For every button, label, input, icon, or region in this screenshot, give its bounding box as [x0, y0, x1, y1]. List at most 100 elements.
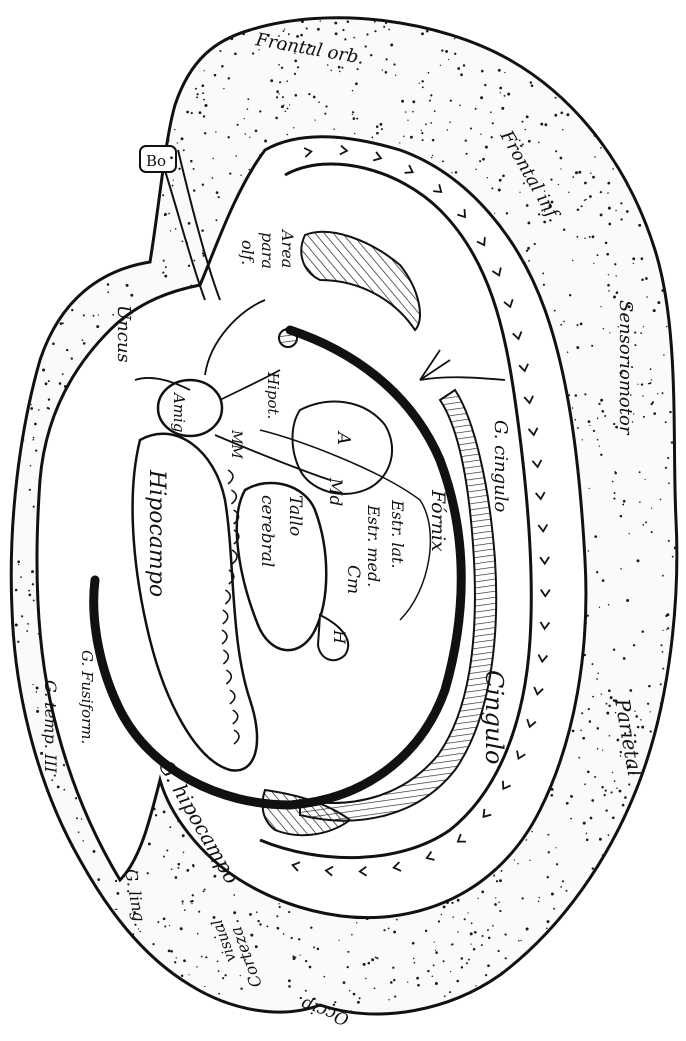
- stipple-dot: [355, 82, 358, 85]
- stipple-dot: [641, 279, 644, 282]
- stipple-dot: [107, 291, 109, 293]
- stipple-dot: [318, 101, 320, 103]
- stipple-dot: [531, 84, 534, 87]
- stipple-dot: [342, 29, 344, 31]
- stipple-dot: [257, 920, 259, 922]
- stipple-dot: [580, 729, 582, 731]
- stipple-dot: [490, 111, 492, 113]
- stipple-dot: [588, 550, 589, 551]
- stipple-dot: [577, 427, 579, 429]
- stipple-dot: [600, 306, 601, 307]
- stipple-dot: [563, 228, 565, 230]
- stipple-dot: [107, 283, 110, 286]
- stipple-dot: [183, 959, 186, 962]
- stipple-dot: [48, 380, 50, 382]
- stipple-dot: [76, 817, 78, 819]
- stipple-dot: [147, 872, 149, 874]
- stipple-dot: [353, 37, 355, 39]
- stipple-dot: [607, 192, 609, 194]
- stipple-dot: [594, 535, 597, 538]
- stipple-dot: [449, 991, 451, 993]
- stipple-dot: [192, 985, 195, 988]
- stipple-dot: [216, 191, 219, 194]
- stipple-dot: [599, 838, 602, 841]
- stipple-dot: [177, 142, 178, 143]
- stipple-dot: [37, 604, 39, 606]
- stipple-dot: [275, 117, 278, 120]
- stipple-dot: [215, 131, 216, 132]
- stipple-dot: [32, 684, 33, 685]
- stipple-dot: [578, 171, 581, 174]
- label-tallo-1: Tallo: [285, 495, 305, 536]
- stipple-dot: [320, 20, 321, 21]
- stipple-dot: [477, 898, 478, 899]
- stipple-dot: [148, 842, 151, 845]
- stipple-dot: [450, 100, 452, 102]
- stipple-dot: [623, 814, 625, 816]
- stipple-dot: [202, 84, 205, 87]
- stipple-dot: [186, 111, 189, 114]
- stipple-dot: [300, 955, 301, 956]
- stipple-dot: [487, 177, 488, 178]
- stipple-dot: [168, 950, 171, 953]
- label-hipocampo: Hipocampo: [144, 469, 169, 597]
- stipple-dot: [616, 291, 619, 294]
- stipple-dot: [352, 114, 353, 115]
- stipple-dot: [576, 324, 578, 326]
- stipple-dot: [499, 179, 502, 182]
- stipple-dot: [181, 900, 183, 902]
- stipple-dot: [572, 407, 574, 409]
- stipple-dot: [616, 275, 617, 276]
- stipple-dot: [584, 199, 586, 201]
- stipple-dot: [385, 22, 387, 24]
- stipple-dot: [339, 71, 341, 73]
- stipple-dot: [305, 960, 307, 962]
- stipple-dot: [37, 707, 38, 708]
- stipple-dot: [555, 847, 556, 848]
- stipple-dot: [589, 720, 592, 723]
- stipple-dot: [433, 964, 435, 966]
- label-area-2: para: [258, 232, 277, 269]
- stipple-dot: [626, 210, 629, 213]
- stipple-dot: [249, 137, 250, 138]
- stipple-dot: [96, 325, 99, 328]
- stipple-dot: [603, 328, 604, 329]
- stipple-dot: [500, 92, 501, 93]
- stipple-dot: [60, 322, 63, 325]
- stipple-dot: [371, 137, 373, 139]
- stipple-dot: [589, 425, 590, 426]
- stipple-dot: [170, 156, 173, 159]
- stipple-dot: [651, 508, 652, 509]
- stipple-dot: [202, 92, 204, 94]
- stipple-dot: [605, 242, 608, 245]
- stipple-dot: [294, 73, 296, 75]
- stipple-dot: [647, 703, 649, 705]
- stipple-dot: [31, 570, 34, 573]
- stipple-dot: [283, 933, 285, 935]
- stipple-dot: [581, 205, 583, 207]
- stipple-dot: [341, 67, 343, 69]
- stipple-dot: [593, 135, 595, 137]
- stipple-dot: [379, 123, 382, 126]
- stipple-dot: [15, 589, 18, 592]
- stipple-dot: [504, 95, 506, 97]
- stipple-dot: [633, 644, 635, 646]
- stipple-dot: [601, 694, 602, 695]
- stipple-dot: [17, 560, 20, 563]
- stipple-dot: [608, 290, 610, 292]
- stipple-dot: [646, 296, 648, 298]
- stipple-dot: [475, 985, 476, 986]
- stipple-dot: [491, 187, 493, 189]
- stipple-dot: [169, 826, 171, 828]
- stipple-dot: [54, 775, 56, 777]
- stipple-dot: [602, 854, 604, 856]
- stipple-dot: [203, 890, 205, 892]
- stipple-dot: [218, 993, 220, 995]
- stipple-dot: [594, 776, 596, 778]
- stipple-dot: [554, 114, 557, 117]
- stipple-dot: [567, 352, 568, 353]
- stipple-dot: [82, 840, 83, 841]
- stipple-dot: [193, 260, 195, 262]
- stipple-dot: [649, 382, 651, 384]
